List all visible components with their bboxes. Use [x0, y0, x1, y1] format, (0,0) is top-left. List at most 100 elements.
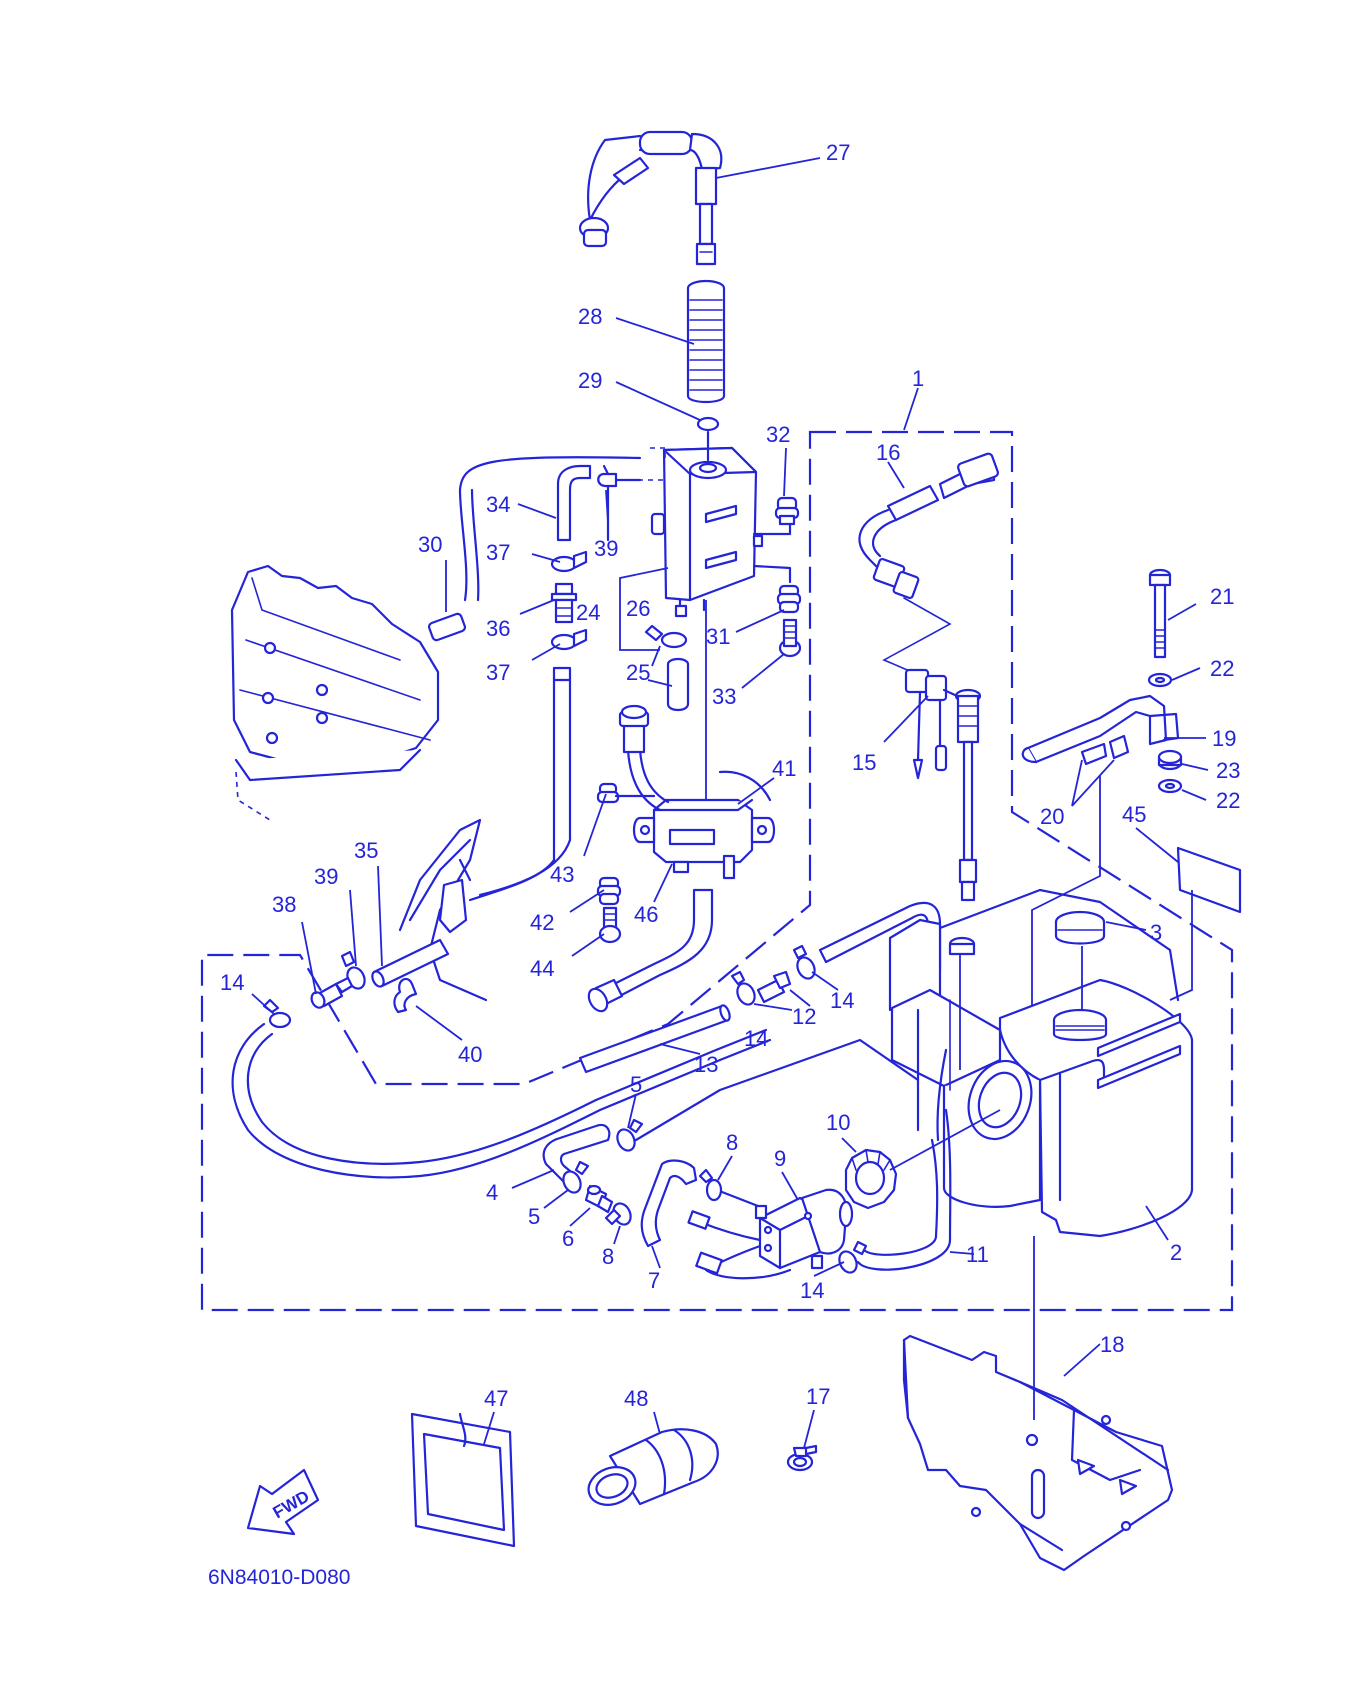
clip-14-center — [730, 970, 756, 1006]
callout-14-b: 14 — [744, 1026, 768, 1051]
label-45-line — [1169, 890, 1193, 1001]
clip-14-lower — [838, 1240, 868, 1274]
callout-8-b: 8 — [602, 1244, 614, 1269]
filter-28 — [686, 279, 726, 404]
label-45 — [1176, 846, 1242, 914]
callout-21: 21 — [1210, 584, 1234, 609]
callout-3: 3 — [1150, 920, 1162, 945]
hose-46 — [587, 888, 714, 1013]
clip-5-line — [634, 1038, 920, 1142]
callout-6: 6 — [562, 1226, 574, 1251]
callout-36: 36 — [486, 616, 510, 641]
callout-38: 38 — [272, 892, 296, 917]
callout-41: 41 — [772, 756, 796, 781]
clip-26 — [644, 624, 688, 649]
callout-4: 4 — [486, 1180, 498, 1205]
pipe-25 — [666, 657, 690, 712]
callout-27: 27 — [826, 140, 850, 165]
callout-37-a: 37 — [486, 540, 510, 565]
callout-45: 45 — [1122, 802, 1146, 827]
clip-39-top — [597, 464, 642, 542]
callout-31: 31 — [706, 624, 730, 649]
hose-7 — [640, 1159, 698, 1248]
joint-38 — [310, 976, 354, 1009]
tray-18 — [902, 1334, 1174, 1572]
callout-48: 48 — [624, 1386, 648, 1411]
nut-23 — [1157, 749, 1183, 771]
callout-24: 24 — [576, 600, 600, 625]
callout-39-a: 39 — [594, 536, 618, 561]
pump-9 — [754, 1188, 854, 1270]
callout-40: 40 — [458, 1042, 482, 1067]
hose-down — [468, 666, 572, 902]
bracket-24 — [619, 567, 669, 651]
callout-18: 18 — [1100, 1332, 1124, 1357]
callout-10: 10 — [826, 1110, 850, 1135]
grommet-32-leader-box — [752, 522, 792, 536]
callout-29: 29 — [578, 368, 602, 393]
label-47 — [410, 1412, 516, 1548]
assembly-1-boundary — [200, 430, 1234, 1312]
clip-14-left — [262, 998, 292, 1029]
callout-15: 15 — [852, 750, 876, 775]
callout-23: 23 — [1216, 758, 1240, 783]
callout-34: 34 — [486, 492, 510, 517]
callout-5-b: 5 — [528, 1204, 540, 1229]
hose-13 — [578, 1004, 731, 1074]
level-sensor-rod — [954, 688, 982, 902]
bracket-19-down-line — [1031, 776, 1101, 1006]
hose-4 — [542, 1123, 611, 1186]
callout-14-d: 14 — [800, 1278, 824, 1303]
callout-14-a: 14 — [220, 970, 244, 995]
callout-35: 35 — [354, 838, 378, 863]
joint-36 — [550, 582, 578, 624]
sleeve-48 — [587, 1428, 719, 1506]
callout-labels: 1 2 3 4 5 5 6 7 8 8 9 10 11 12 13 14 14 … — [220, 140, 1240, 1411]
bolt-21 — [1148, 568, 1172, 659]
nut-10-line — [889, 1109, 1001, 1171]
cap-3 — [1054, 910, 1106, 945]
grommet-43 — [596, 782, 620, 804]
clamp-40 — [393, 977, 418, 1014]
callout-30: 30 — [418, 532, 442, 557]
callout-28: 28 — [578, 304, 602, 329]
harness-16 — [858, 452, 999, 600]
callout-14-c: 14 — [830, 988, 854, 1013]
callout-9: 9 — [774, 1146, 786, 1171]
clip-8-upper — [698, 1168, 760, 1208]
clip-8-lower — [604, 1202, 632, 1226]
callout-26: 26 — [626, 596, 650, 621]
fwd-arrow-icon: FWD — [246, 1468, 320, 1536]
joint-12 — [756, 970, 792, 1004]
callout-2: 2 — [1170, 1240, 1182, 1265]
callout-39-b: 39 — [314, 864, 338, 889]
hose-30 — [427, 456, 642, 642]
clip-5-upper — [616, 1118, 644, 1152]
clip-5-lower — [562, 1160, 590, 1194]
callout-37-b: 37 — [486, 660, 510, 685]
clamp-17 — [786, 1444, 818, 1472]
oil-tank-2 — [888, 888, 1194, 1238]
collar-42 — [596, 876, 622, 906]
bolt-44 — [598, 906, 622, 944]
callout-32: 32 — [766, 422, 790, 447]
leader-lines — [251, 157, 1209, 1449]
callout-19: 19 — [1212, 726, 1236, 751]
level-sensor-27 — [578, 130, 723, 266]
callout-1: 1 — [912, 366, 924, 391]
pump-wire-connector — [618, 704, 670, 812]
pipe-35 — [371, 938, 450, 988]
callout-20: 20 — [1040, 804, 1064, 829]
callout-46: 46 — [634, 902, 658, 927]
callout-43: 43 — [550, 862, 574, 887]
hose-34 — [556, 464, 592, 542]
bracket-19 — [1021, 694, 1180, 764]
callout-13: 13 — [694, 1052, 718, 1077]
grommet-31 — [776, 584, 802, 614]
pad-20 — [1080, 734, 1130, 766]
washer-22-bottom — [1157, 778, 1183, 794]
drawing-code: 6N84010-D080 — [208, 1566, 350, 1589]
callout-11: 11 — [966, 1242, 989, 1267]
callout-16: 16 — [876, 440, 900, 465]
pump-41 — [632, 770, 776, 880]
